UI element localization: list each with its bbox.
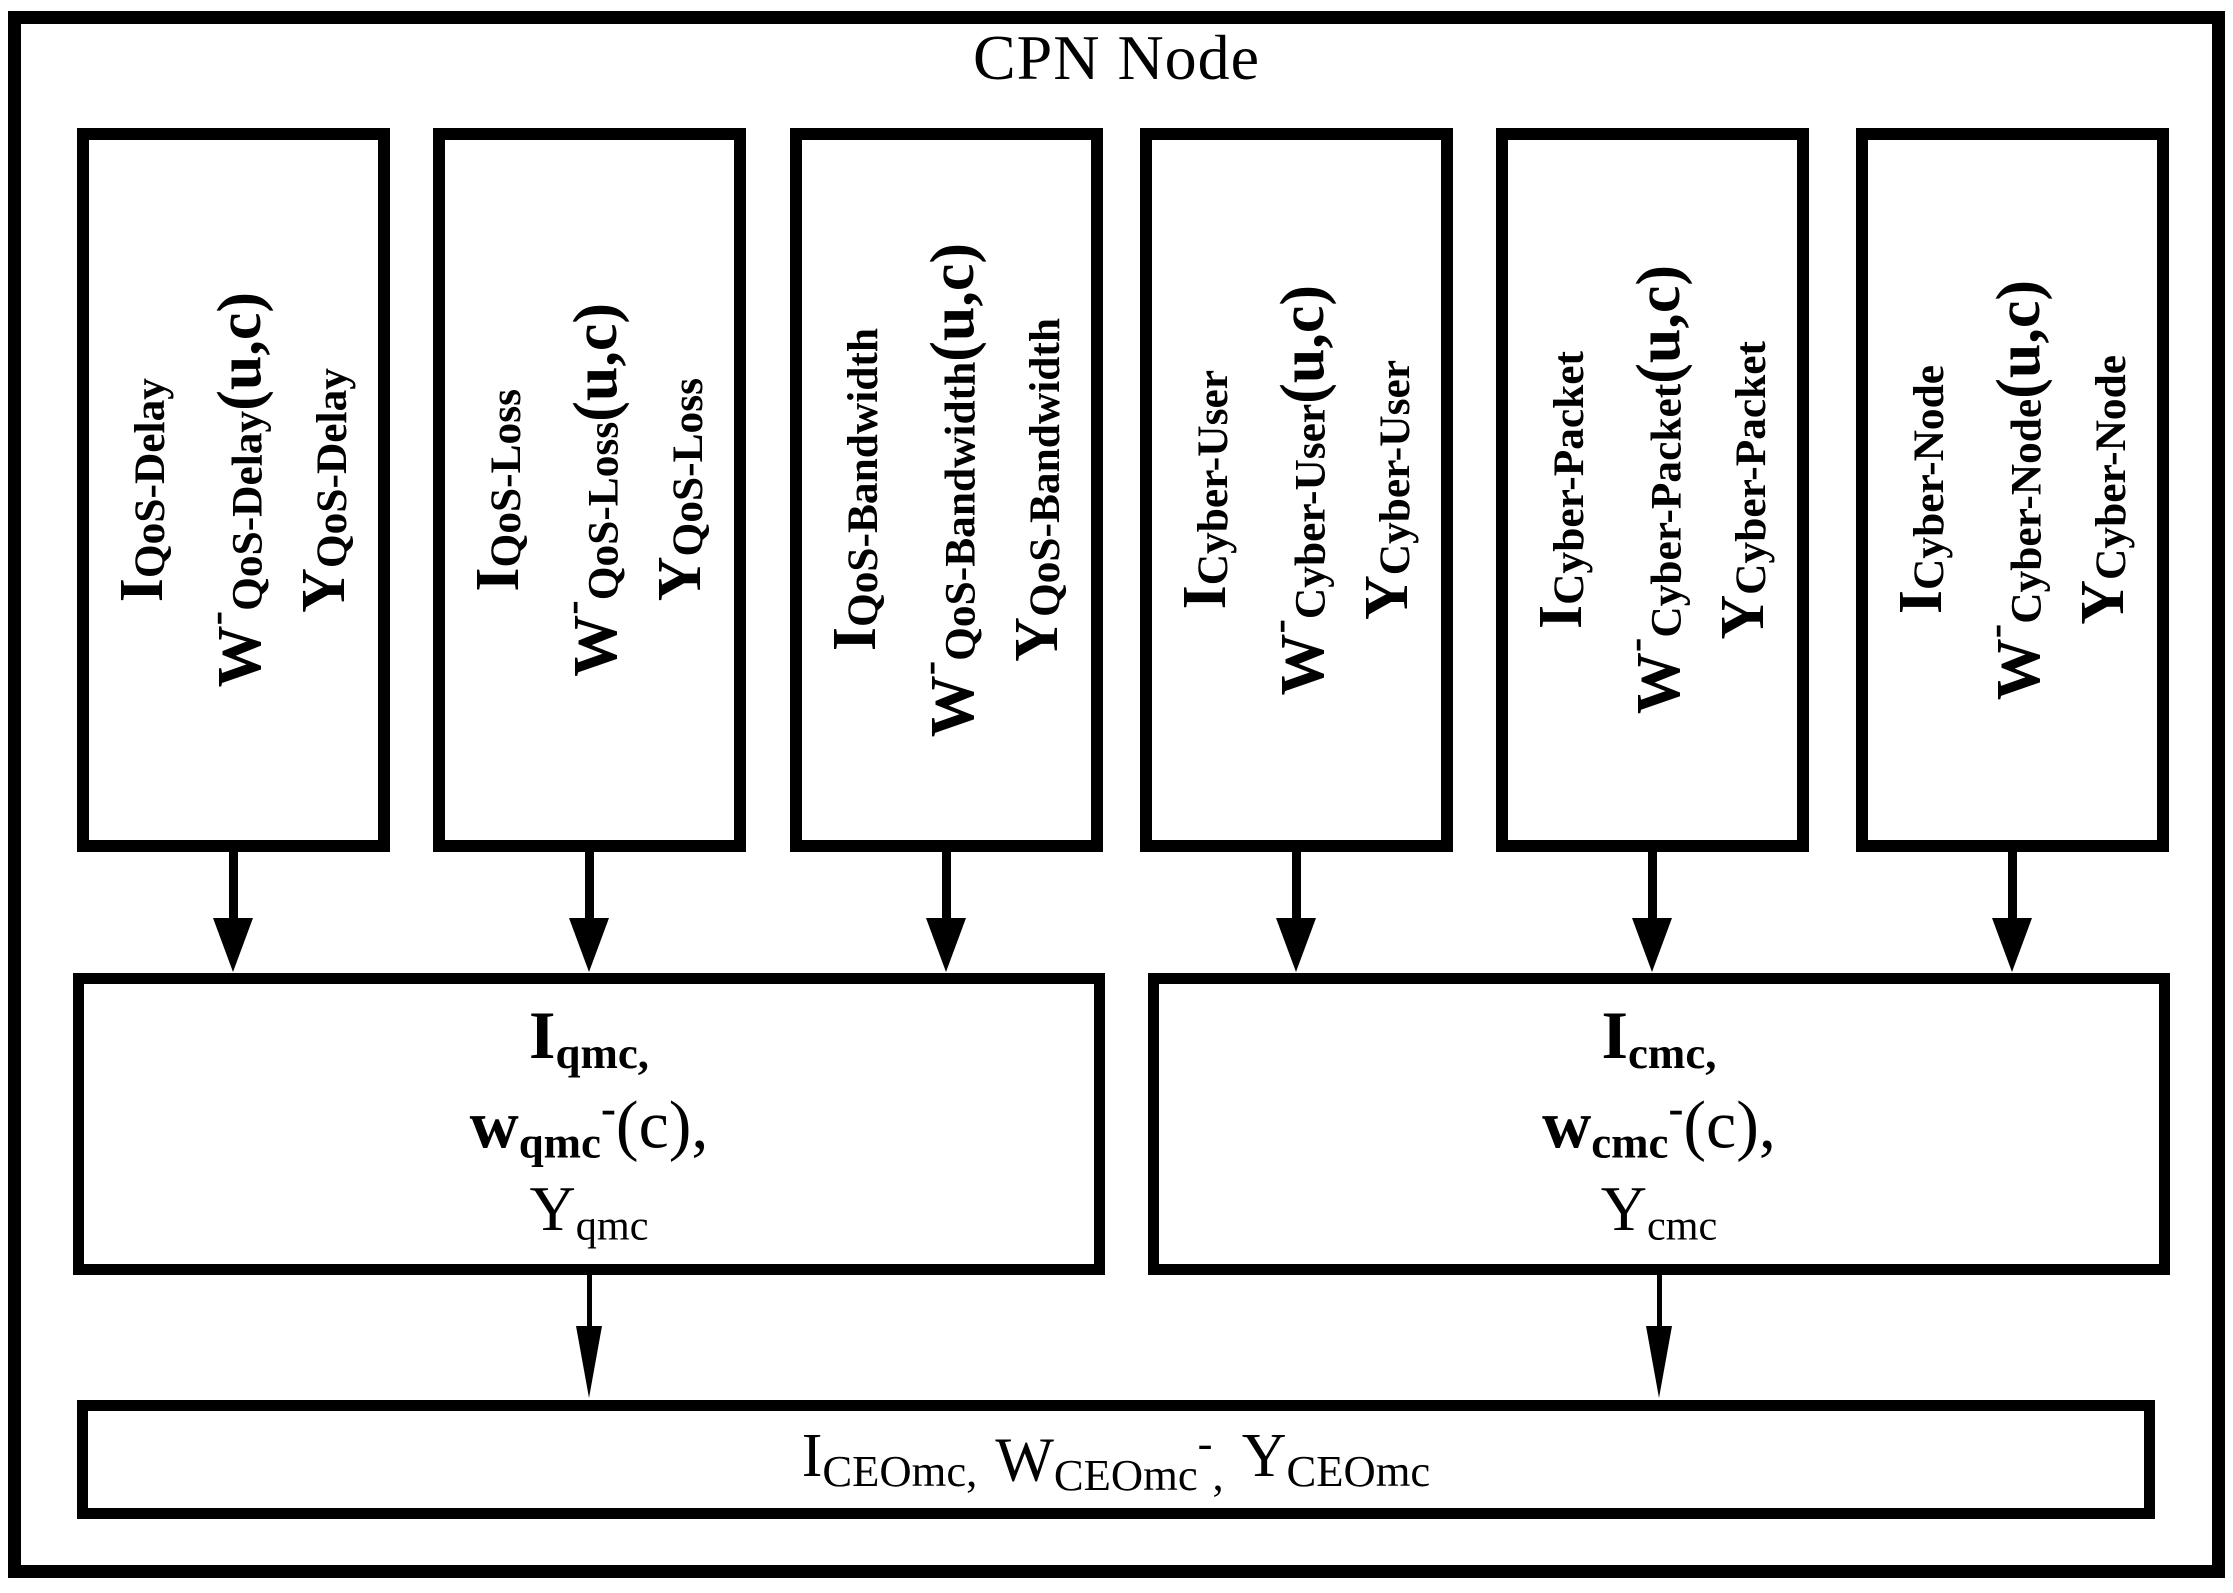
module-label-i: IQoS-Bandwidth <box>820 328 889 652</box>
outer-frame <box>8 11 2225 1578</box>
module-label-i: ICyber-Node <box>1886 365 1955 615</box>
module-label-y: YCyber-Packet <box>1709 340 1778 640</box>
aggregator-box-cmc: Icmc, wcmc-(c), Ycmc <box>1148 973 2170 1275</box>
module-label-y: YQoS-Loss <box>646 378 715 602</box>
aggregator-line-w: wqmc-(c), <box>469 1083 709 1168</box>
module-box-qos-loss: IQoS-Loss W-QoS-Loss(u,c) YQoS-Loss <box>433 128 746 852</box>
aggregator-line-w: wcmc-(c), <box>1542 1083 1776 1168</box>
module-label-y: YQoS-Bandwidth <box>1003 318 1072 662</box>
output-term-i: ICEOmc, <box>801 1422 978 1497</box>
module-label-y: YCyber-Node <box>2069 355 2138 625</box>
module-box-cyber-packet: ICyber-Packet W-Cyber-Packet(u,c) YCyber… <box>1496 128 1809 852</box>
aggregator-line-y: Ycmc <box>1600 1172 1718 1249</box>
module-label-w: W-QoS-Loss(u,c) <box>548 303 630 677</box>
output-term-y: YCEOmc <box>1241 1422 1431 1497</box>
module-box-qos-delay: IQoS-Delay W-QoS-Delay(u,c) YQoS-Delay <box>77 128 390 852</box>
module-label-i: IQoS-Loss <box>463 388 532 592</box>
module-label-i: ICyber-Packet <box>1526 351 1595 629</box>
module-label-w: W-Cyber-Node(u,c) <box>1971 279 2053 701</box>
module-label-w: W-Cyber-User(u,c) <box>1255 284 1337 696</box>
module-box-qos-bandwidth: IQoS-Bandwidth W-QoS-Bandwidth(u,c) YQoS… <box>790 128 1103 852</box>
module-box-cyber-node: ICyber-Node W-Cyber-Node(u,c) YCyber-Nod… <box>1856 128 2169 852</box>
aggregator-line-y: Yqmc <box>529 1172 649 1249</box>
output-term-w: WCEOmc-, <box>995 1418 1224 1501</box>
module-label-y: YCyber-User <box>1353 359 1422 621</box>
output-box-ceomc: ICEOmc, WCEOmc-, YCEOmc <box>77 1400 2155 1519</box>
diagram-title: CPN Node <box>972 22 1261 93</box>
aggregator-line-i: Iqmc, <box>529 996 649 1078</box>
aggregator-box-qmc: Iqmc, wqmc-(c), Yqmc <box>73 973 1105 1275</box>
module-label-w: W-QoS-Bandwidth(u,c) <box>905 242 987 738</box>
module-box-cyber-user: ICyber-User W-Cyber-User(u,c) YCyber-Use… <box>1140 128 1453 852</box>
module-label-i: ICyber-User <box>1170 370 1239 610</box>
module-label-w: W-QoS-Delay(u,c) <box>192 292 274 688</box>
module-label-w: W-Cyber-Packet(u,c) <box>1611 265 1693 715</box>
aggregator-line-i: Icmc, <box>1601 996 1717 1078</box>
module-label-y: YQoS-Delay <box>290 367 359 613</box>
module-label-i: IQoS-Delay <box>107 377 176 603</box>
